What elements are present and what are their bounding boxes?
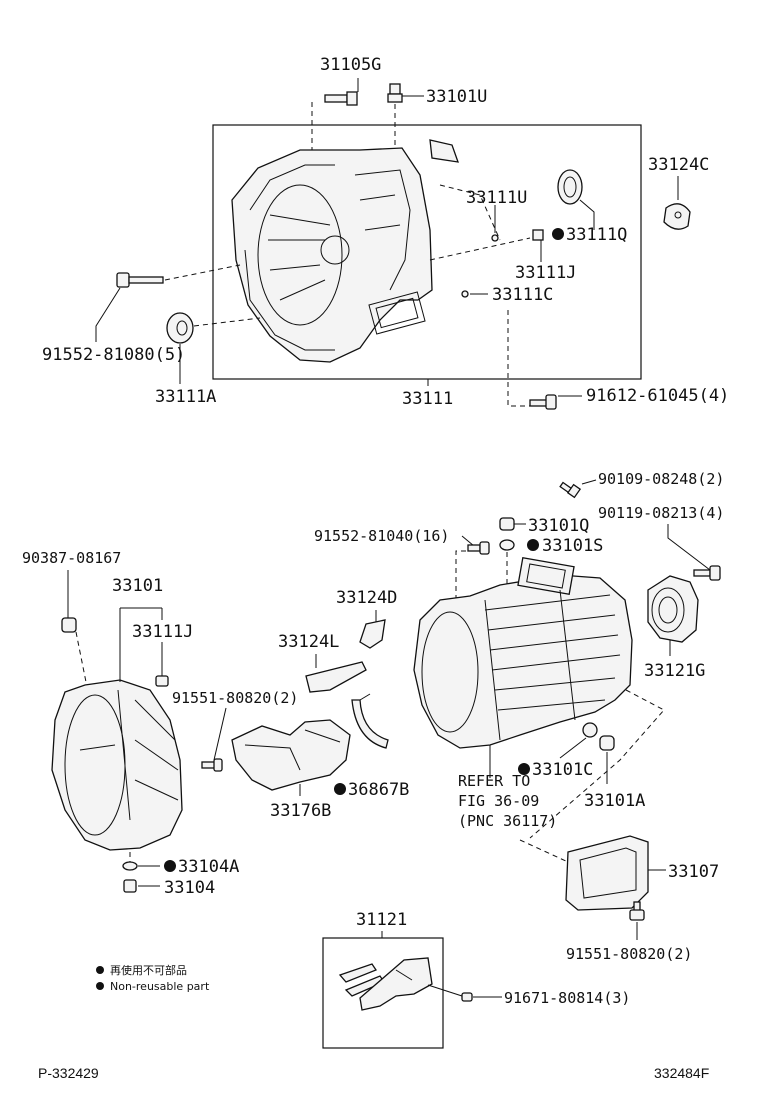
transmission-case-icon: [413, 556, 633, 749]
bolt-31105G-icon: [324, 91, 358, 106]
bracket-33124D-icon: [359, 619, 386, 649]
non-reusable-dot-33111Q: [552, 228, 564, 240]
shift-fork-31121-icon: [338, 957, 433, 1011]
label-33111J-low: 33111J: [132, 622, 193, 642]
refer-to-line-1: REFER TO: [458, 772, 530, 790]
non-reusable-dot-33101C: [518, 763, 530, 775]
footer-left-code: P-332429: [38, 1065, 99, 1081]
breather-plug-33101U-icon: [387, 83, 403, 103]
lever-33124L-icon: [305, 661, 367, 693]
refer-to-line-2: FIG 36-09: [458, 792, 539, 810]
footer-right-code: 332484F: [654, 1065, 709, 1081]
label-33101A: 33101A: [584, 791, 645, 811]
label-91551-80820-a: 91551-80820(2): [172, 689, 298, 707]
label-33104: 33104: [164, 878, 215, 898]
label-33101Q: 33101Q: [528, 516, 589, 536]
oil-seal-ring-icon: [557, 169, 583, 205]
non-reusable-dot-33104A: [164, 860, 176, 872]
bolt-90119-08213-icon: [693, 565, 721, 581]
label-90387-08167: 90387-08167: [22, 549, 121, 567]
bolt-91671-80814-icon: [461, 992, 473, 1002]
retainer-33121G-icon: [647, 575, 699, 643]
plug-33101Q-icon: [499, 517, 515, 531]
cover-33107-icon: [565, 835, 649, 911]
clutch-housing-33111-icon: [231, 147, 433, 363]
label-90109-08248: 90109-08248(2): [598, 470, 724, 488]
label-33121G: 33121G: [644, 661, 705, 681]
non-reusable-dot-33101S: [527, 539, 539, 551]
label-91552-81080: 91552-81080(5): [42, 345, 185, 365]
label-91552-81040: 91552-81040(16): [314, 527, 449, 545]
label-36867B: 36867B: [348, 780, 409, 800]
label-31121: 31121: [356, 910, 407, 930]
label-33124D: 33124D: [336, 588, 397, 608]
refer-to-line-3: (PNC 36117): [458, 812, 557, 830]
label-33111J-top: 33111J: [515, 263, 576, 283]
label-91612-61045: 91612-61045(4): [586, 386, 729, 406]
label-33101U: 33101U: [426, 87, 487, 107]
legend-dot-icon-1: [96, 966, 104, 974]
label-33104A: 33104A: [178, 857, 239, 877]
bolt-91552-81080-icon: [116, 272, 164, 288]
ring-36867B-icon: [351, 693, 389, 749]
clip-33124C-icon: [663, 203, 691, 230]
extension-housing-33101-icon: [51, 679, 183, 851]
label-91671-80814: 91671-80814(3): [504, 989, 630, 1007]
label-33101: 33101: [112, 576, 163, 596]
label-33101S: 33101S: [542, 536, 603, 556]
bolt-91612-61045-icon: [529, 394, 557, 410]
bolt-90109-08248-icon: [559, 481, 582, 499]
shift-fork-group-box: [322, 937, 444, 1049]
bolt-91552-81040-icon: [467, 541, 490, 555]
label-33111: 33111: [402, 389, 453, 409]
label-31105G: 31105G: [320, 55, 381, 75]
bushing-90387-08167-icon: [61, 617, 77, 633]
non-reusable-dot-36867B: [334, 783, 346, 795]
ring-33111A-icon: [166, 312, 194, 344]
label-33111C: 33111C: [492, 285, 553, 305]
legend-dot-icon-2: [96, 982, 104, 990]
oil-receiver-33176B-icon: [231, 719, 351, 791]
bolt-91551-80820-b-icon: [629, 901, 645, 921]
legend-english: Non-reusable part: [110, 980, 210, 993]
label-33124L: 33124L: [278, 632, 339, 652]
label-33124C: 33124C: [648, 155, 709, 175]
clutch-housing-group-box: [212, 124, 642, 380]
label-33101C: 33101C: [532, 760, 593, 780]
label-33111A: 33111A: [155, 387, 216, 407]
cover-plate-icon: [429, 139, 459, 163]
label-33176B: 33176B: [270, 801, 331, 821]
label-33111Q: 33111Q: [566, 225, 627, 245]
label-33107: 33107: [668, 862, 719, 882]
label-91551-80820-b: 91551-80820(2): [566, 945, 692, 963]
bolt-91551-80820-a-icon: [201, 758, 223, 772]
label-33111U: 33111U: [466, 188, 527, 208]
legend-chinese: 再使用不可部品: [110, 963, 187, 977]
label-90119-08213: 90119-08213(4): [598, 504, 724, 522]
